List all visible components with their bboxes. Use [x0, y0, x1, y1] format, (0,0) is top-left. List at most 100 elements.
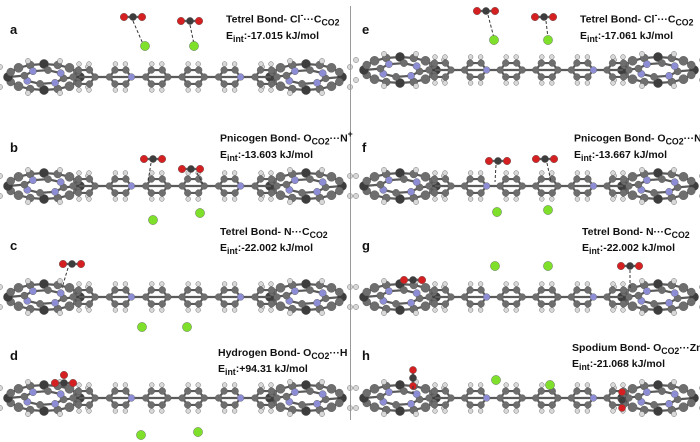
- hydrogen-atom: [319, 379, 325, 385]
- carbon-atom: [39, 406, 49, 416]
- nitrogen-atom: [589, 66, 598, 74]
- carbon-atom: [625, 394, 633, 402]
- hydrogen-atom: [185, 61, 191, 67]
- nitrogen-atom: [483, 394, 491, 402]
- carbon-atom: [158, 175, 166, 183]
- carbon-atom: [650, 401, 658, 409]
- carbon-atom: [122, 66, 130, 74]
- carbon-atom: [369, 172, 380, 182]
- carbon-atom: [74, 387, 83, 395]
- carbon-atom: [466, 286, 474, 294]
- hydrogen-atom: [503, 170, 509, 176]
- carbon-atom: [326, 384, 337, 394]
- hydrogen-atom: [432, 281, 438, 287]
- hydrogen-atom: [57, 167, 63, 173]
- carbon-atom: [326, 63, 337, 73]
- carbon-atom: [195, 286, 203, 294]
- carbon-atom: [215, 73, 223, 81]
- hydrogen-atom: [195, 87, 201, 93]
- carbon-atom: [275, 283, 286, 293]
- carbon-atom: [573, 300, 581, 308]
- carbon-atom: [200, 394, 208, 402]
- carbon-atom: [420, 283, 431, 293]
- nitrogen-atom: [313, 188, 321, 196]
- oxygen-atom: [51, 379, 60, 388]
- carbon-atom: [502, 387, 510, 395]
- carbon-atom: [275, 384, 286, 394]
- carbon-atom: [513, 387, 521, 395]
- carbon-atom: [502, 175, 510, 183]
- carbon-atom: [376, 64, 385, 73]
- carbon-atom: [301, 59, 311, 69]
- carbon-atom: [634, 180, 643, 189]
- carbon-atom: [301, 168, 311, 178]
- hydrogen-atom: [513, 54, 519, 60]
- chloride-ion: [545, 380, 555, 390]
- carbon-atom: [301, 406, 311, 416]
- oxygen-atom: [532, 154, 541, 163]
- hydrogen-atom: [584, 382, 591, 388]
- nitrogen-atom: [56, 178, 65, 186]
- carbon-atom: [441, 300, 450, 308]
- panel-letter-h: h: [362, 348, 370, 363]
- carbon-atom: [187, 165, 195, 173]
- hydrogen-atom: [549, 408, 555, 414]
- carbon-atom: [301, 85, 311, 95]
- carbon-atom: [627, 402, 638, 412]
- carbon-atom: [256, 80, 265, 88]
- carbon-atom: [231, 80, 239, 88]
- hydrogen-atom: [287, 411, 293, 417]
- carbon-atom: [158, 189, 166, 197]
- carbon-atom: [678, 402, 689, 412]
- carbon-atom: [369, 402, 380, 412]
- hydrogen-atom: [258, 61, 264, 67]
- carbon-atom: [573, 189, 581, 197]
- oxygen-atom: [177, 164, 186, 173]
- carbon-atom: [584, 286, 592, 294]
- carbon-atom: [111, 286, 119, 294]
- carbon-atom: [105, 182, 114, 190]
- carbon-atom: [653, 52, 663, 62]
- nitrogen-atom: [412, 390, 421, 398]
- oxygen-atom: [418, 276, 427, 285]
- nitrogen-atom: [385, 60, 393, 68]
- hydrogen-atom: [258, 408, 264, 414]
- carbon-atom: [85, 387, 94, 395]
- carbon-atom: [619, 286, 628, 294]
- carbon-atom: [335, 388, 344, 398]
- hydrogen-atom: [432, 80, 438, 86]
- carbon-atom: [477, 286, 485, 294]
- carbon-atom: [200, 182, 208, 190]
- carbon-atom: [447, 394, 455, 402]
- carbon-atom: [627, 301, 638, 311]
- hydrogen-atom: [413, 51, 419, 57]
- carbon-atom: [275, 172, 286, 182]
- carbon-atom: [195, 401, 203, 409]
- nitrogen-atom: [313, 400, 321, 408]
- carbon-atom: [540, 13, 548, 21]
- hydrogen-atom: [195, 408, 201, 414]
- carbon-atom: [420, 190, 431, 200]
- hydrogen-atom: [86, 87, 92, 93]
- hydrogen-atom: [503, 54, 509, 60]
- carbon-atom: [306, 175, 314, 183]
- carbon-atom: [608, 73, 617, 81]
- carbon-atom: [573, 286, 581, 294]
- oxygen-atom: [400, 276, 409, 285]
- carbon-atom: [231, 387, 239, 395]
- nitrogen-atom: [291, 176, 299, 184]
- carbon-atom: [184, 286, 192, 294]
- carbon-atom: [461, 394, 469, 402]
- nitrogen-atom: [237, 293, 245, 301]
- carbon-atom: [392, 73, 400, 81]
- nitrogen-atom: [483, 182, 491, 190]
- carbon-atom: [184, 66, 192, 74]
- panel-letter-c: c: [10, 238, 18, 253]
- carbon-atom: [178, 182, 186, 190]
- carbon-atom: [537, 73, 545, 81]
- hydrogen-atom: [442, 80, 448, 86]
- carbon-atom: [362, 388, 371, 398]
- hydrogen-atom: [353, 173, 359, 179]
- hydrogen-atom: [159, 408, 165, 414]
- carbon-atom: [64, 172, 75, 182]
